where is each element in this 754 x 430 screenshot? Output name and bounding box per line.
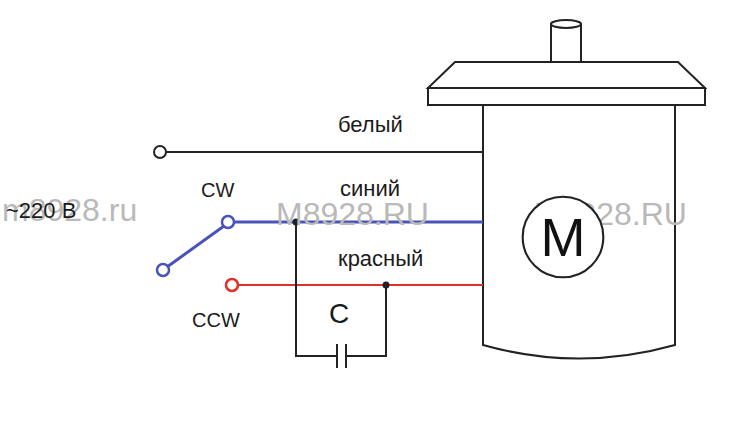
switch-position-label: CW: [201, 180, 234, 200]
switch-lever: [167, 226, 224, 267]
capacitor-plate: [336, 344, 338, 368]
switch-position-label: CCW: [192, 310, 240, 330]
wire-label: белый: [338, 114, 403, 136]
cw-terminal: [222, 216, 234, 228]
red-wire: [238, 284, 483, 286]
motor-body: [483, 105, 675, 359]
wire-label: синий: [340, 178, 400, 200]
ccw-terminal: [226, 279, 238, 291]
motor-flange-top: [428, 62, 705, 88]
capacitor-plate: [345, 344, 347, 368]
wire-label: красный: [338, 248, 423, 270]
white-wire: [166, 151, 483, 153]
motor-letter: M: [521, 195, 605, 279]
voltage-label: ~220 В: [6, 200, 76, 222]
junction-dot: [383, 282, 390, 289]
shaft-end: [551, 20, 581, 28]
motor-flange-side: [428, 88, 705, 105]
capacitor-lead: [296, 222, 337, 356]
capacitor-lead: [346, 285, 386, 356]
capacitor-label: C: [329, 300, 349, 328]
watermark: M8928.RU: [276, 198, 429, 230]
motor-symbol: M: [521, 195, 605, 279]
terminal: [154, 146, 166, 158]
switch-common-terminal: [157, 264, 169, 276]
